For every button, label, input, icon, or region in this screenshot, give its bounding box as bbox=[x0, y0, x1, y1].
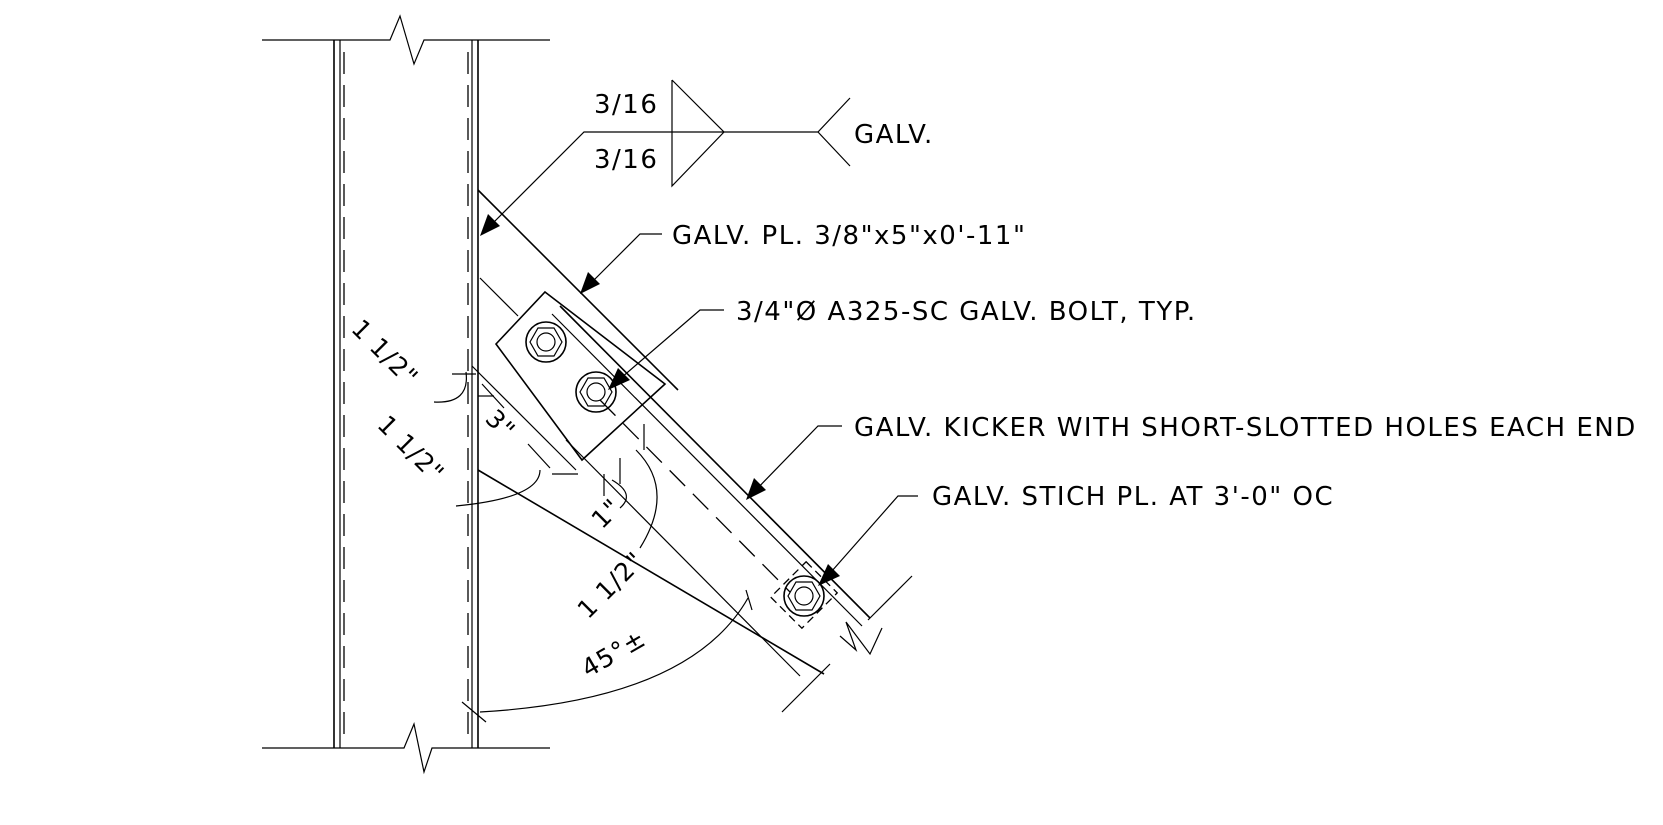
kicker-leg-line bbox=[565, 439, 801, 677]
kicker-end-cut-top bbox=[867, 575, 913, 621]
weld-tail-note: GALV. bbox=[854, 120, 934, 150]
weld-size-top: 3/16 bbox=[594, 90, 658, 120]
bolt-callout-text: 3/4"Ø A325-SC GALV. BOLT, TYP. bbox=[736, 297, 1197, 327]
plate-leader-line bbox=[583, 233, 662, 291]
kicker-flange-line-2 bbox=[551, 313, 863, 627]
bolt-stitch-washer bbox=[783, 575, 825, 617]
kicker-flange-line-1 bbox=[559, 305, 871, 619]
bolt-middle-nut bbox=[579, 377, 613, 407]
kicker-break-line bbox=[839, 621, 883, 656]
weld-tail bbox=[817, 97, 851, 167]
plate-callout: GALV. PL. 3/8"x5"x0'-11" bbox=[580, 221, 1026, 294]
dimension-leader-gap bbox=[611, 479, 627, 509]
plate-leader-arrowhead bbox=[580, 272, 600, 294]
dimension-tick-3 bbox=[527, 443, 551, 469]
bolt-middle-washer bbox=[575, 371, 617, 413]
kicker-leader-arrowhead bbox=[746, 478, 766, 500]
dimension-edge-top: 1 1/2" bbox=[346, 314, 424, 392]
column bbox=[262, 14, 550, 775]
bolt-leader-arrowhead bbox=[608, 368, 630, 390]
dimension-gap: 1" bbox=[586, 493, 627, 534]
column-top-break-line bbox=[262, 14, 550, 66]
stitch-plate-callout-text: GALV. STICH PL. AT 3'-0" OC bbox=[932, 482, 1334, 512]
weld-symbol: 3/16 3/16 GALV. bbox=[480, 79, 934, 236]
dimension-angle-edge: 1 1/2" bbox=[572, 546, 650, 624]
dimension-tick-column bbox=[461, 701, 487, 723]
kicker-hidden-centerline bbox=[599, 399, 791, 593]
bolt-stitch-nut bbox=[787, 581, 821, 611]
kicker-leader-line bbox=[749, 425, 842, 497]
stitch-plate-outline bbox=[769, 560, 839, 630]
stitch-leader-line bbox=[823, 495, 918, 581]
bolt-upper-shank bbox=[536, 332, 556, 352]
column-bottom-break-line bbox=[262, 721, 550, 775]
bolt-upper-washer bbox=[525, 321, 567, 363]
kicker-end-outline bbox=[494, 290, 667, 462]
plate-bottom-edge bbox=[477, 469, 825, 675]
bolt-upper-nut bbox=[529, 327, 563, 357]
connection-plate bbox=[477, 189, 825, 675]
weld-fillet-symbol bbox=[671, 79, 725, 188]
bolt-upper bbox=[525, 321, 567, 363]
bolt-stitch bbox=[769, 560, 839, 630]
kicker bbox=[494, 290, 913, 713]
dimension-edge-bottom: 1 1/2" bbox=[372, 410, 450, 488]
kicker-end-cut-bottom bbox=[781, 663, 831, 713]
dimension-leader-edge-top bbox=[433, 371, 467, 403]
dimension-leader-angle-edge bbox=[635, 449, 658, 549]
bolt-middle-shank bbox=[586, 382, 606, 402]
bolt-stitch-shank bbox=[794, 586, 814, 606]
dimension-leader-edge-bottom bbox=[455, 469, 541, 507]
plate-callout-text: GALV. PL. 3/8"x5"x0'-11" bbox=[672, 221, 1026, 251]
weld-size-bottom: 3/16 bbox=[594, 145, 658, 175]
dimension-angle: 45°± bbox=[577, 623, 651, 683]
dimension-bolt-spacing: 3" bbox=[480, 404, 521, 445]
bolt-leader-line bbox=[613, 309, 724, 385]
weld-leader-line bbox=[483, 131, 724, 233]
stitch-leader-arrowhead bbox=[818, 564, 840, 586]
bolt-middle bbox=[575, 371, 617, 413]
dimension-tick-8 bbox=[745, 589, 753, 611]
stitch-plate-callout: GALV. STICH PL. AT 3'-0" OC bbox=[818, 482, 1334, 586]
dimension-chain: 1 1/2" 3" 1 1/2" 1" 1 1/2" 45°± bbox=[346, 314, 753, 723]
kicker-callout: GALV. KICKER WITH SHORT-SLOTTED HOLES EA… bbox=[746, 413, 1637, 500]
kicker-callout-text: GALV. KICKER WITH SHORT-SLOTTED HOLES EA… bbox=[854, 413, 1637, 443]
dimension-line-edge-top bbox=[471, 365, 577, 471]
plate-short-edge bbox=[479, 277, 519, 317]
bolt-callout: 3/4"Ø A325-SC GALV. BOLT, TYP. bbox=[608, 297, 1197, 390]
angle-arc bbox=[479, 597, 749, 713]
plate-top-edge bbox=[477, 189, 679, 391]
weld-leader-arrowhead bbox=[480, 214, 500, 236]
